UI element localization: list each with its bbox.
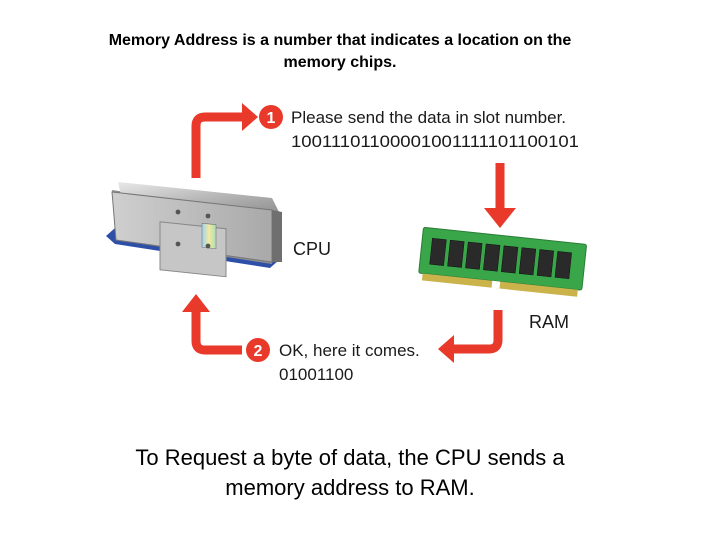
step-1-number: 1 [267,110,276,127]
ram-label: RAM [529,312,569,332]
ram-chip [483,243,501,272]
title-line-2: memory chips. [283,54,397,71]
ram-chip [465,241,483,270]
caption-line-2: memory address to RAM. [225,475,475,500]
arrowhead-cpu [182,294,210,312]
cpu-screw [175,241,181,247]
ram-chip [518,247,537,276]
cpu-screw [205,213,211,219]
ram-chip [429,237,447,266]
step-1-message: Please send the data in slot number. [291,108,566,127]
ram-chip [501,245,519,274]
arrow-reply-to-cpu [191,310,242,355]
step-1-address: 10011101100001001111101100101 [291,132,579,151]
ram-chip [447,239,465,268]
ram-module-illustration [418,226,587,297]
cpu-label: CPU [293,239,331,259]
arrow-cpu-to-request [191,112,243,178]
caption-line-1: To Request a byte of data, the CPU sends… [135,445,565,470]
step-1-badge [259,105,283,129]
ram-notch [491,280,501,289]
ram-chip [536,249,555,278]
step-2-number: 2 [254,343,263,360]
title-line-1: Memory Address is a number that indicate… [108,32,572,49]
step-2-data: 01001100 [279,365,353,384]
page-title: Memory Address is a number that indicate… [40,30,640,74]
cpu-screw [175,209,181,215]
arrowhead-reply [438,335,454,363]
cpu-chip-illustration [106,182,282,278]
caption: To Request a byte of data, the CPU sends… [40,443,660,503]
step-2-message: OK, here it comes. [279,341,420,360]
ram-chip [554,251,572,280]
ram-chip-row [429,237,572,280]
arrowhead-ram [484,208,516,228]
cpu-right-notch [272,210,282,262]
step-2-badge [246,338,270,362]
arrow-ram-to-reply [452,310,503,354]
arrowhead-request [242,103,258,131]
cpu-screw [205,243,211,249]
